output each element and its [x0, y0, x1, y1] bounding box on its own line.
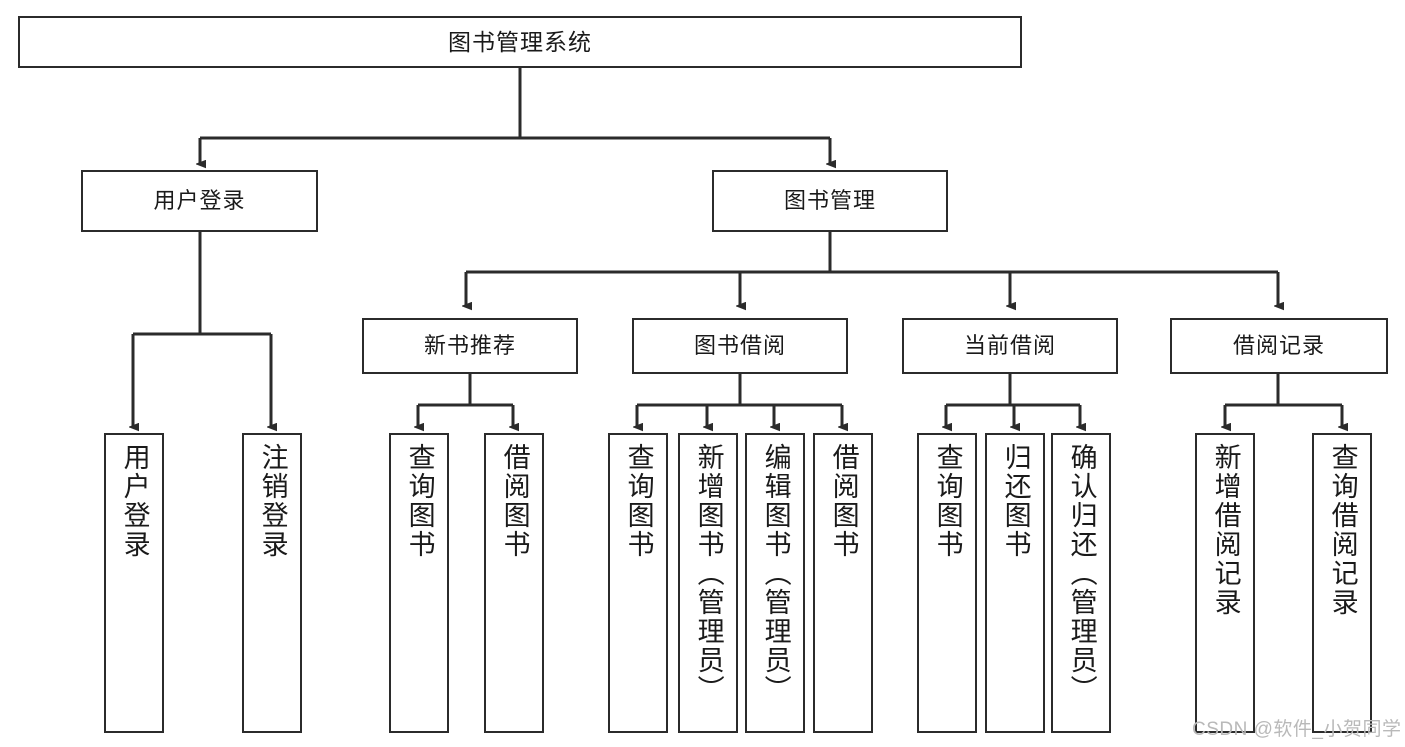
node-leaf-query-book-current[interactable]: 查询图书 — [917, 433, 977, 733]
node-leaf-confirm-return-admin[interactable]: 确认归还（管理员） — [1051, 433, 1111, 733]
node-leaf-query-book-borrow-label: 查询图书 — [623, 443, 654, 559]
node-leaf-query-borrow-record-label: 查询借阅记录 — [1327, 443, 1358, 617]
node-borrow-records[interactable]: 借阅记录 — [1170, 318, 1388, 374]
node-leaf-edit-book-admin[interactable]: 编辑图书（管理员） — [745, 433, 805, 733]
node-leaf-add-borrow-record-label: 新增借阅记录 — [1210, 443, 1241, 617]
node-book-management[interactable]: 图书管理 — [712, 170, 948, 232]
node-leaf-query-borrow-record[interactable]: 查询借阅记录 — [1312, 433, 1372, 733]
node-leaf-query-book-current-label: 查询图书 — [932, 443, 963, 559]
node-leaf-add-borrow-record[interactable]: 新增借阅记录 — [1195, 433, 1255, 733]
node-book-borrow-label: 图书借阅 — [693, 333, 786, 358]
node-user-login-label: 用户登录 — [153, 188, 246, 213]
node-leaf-return-book[interactable]: 归还图书 — [985, 433, 1045, 733]
node-book-borrow[interactable]: 图书借阅 — [632, 318, 848, 374]
node-leaf-add-book-admin[interactable]: 新增图书（管理员） — [678, 433, 738, 733]
node-leaf-borrow-book[interactable]: 借阅图书 — [813, 433, 873, 733]
node-leaf-query-book-borrow[interactable]: 查询图书 — [608, 433, 668, 733]
node-leaf-query-book-new-label: 查询图书 — [404, 443, 435, 559]
node-leaf-logout[interactable]: 注销登录 — [242, 433, 302, 733]
node-root-system[interactable]: 图书管理系统 — [18, 16, 1022, 68]
node-root-label: 图书管理系统 — [448, 28, 592, 55]
node-leaf-add-book-admin-label: 新增图书（管理员） — [693, 443, 724, 704]
node-leaf-borrow-book-new[interactable]: 借阅图书 — [484, 433, 544, 733]
node-leaf-user-login-label: 用户登录 — [119, 443, 150, 559]
node-leaf-borrow-book-new-label: 借阅图书 — [499, 443, 530, 559]
node-leaf-return-book-label: 归还图书 — [1000, 443, 1031, 559]
node-new-book-recommend-label: 新书推荐 — [423, 333, 516, 358]
node-leaf-confirm-return-admin-label: 确认归还（管理员） — [1066, 443, 1097, 704]
node-leaf-logout-label: 注销登录 — [257, 443, 288, 559]
node-user-login[interactable]: 用户登录 — [81, 170, 318, 232]
node-current-borrow-label: 当前借阅 — [963, 333, 1056, 358]
node-borrow-records-label: 借阅记录 — [1232, 333, 1325, 358]
node-leaf-query-book-new[interactable]: 查询图书 — [389, 433, 449, 733]
node-current-borrow[interactable]: 当前借阅 — [902, 318, 1118, 374]
node-new-book-recommend[interactable]: 新书推荐 — [362, 318, 578, 374]
node-book-management-label: 图书管理 — [783, 188, 876, 213]
node-leaf-user-login[interactable]: 用户登录 — [104, 433, 164, 733]
node-leaf-edit-book-admin-label: 编辑图书（管理员） — [760, 443, 791, 704]
node-leaf-borrow-book-label: 借阅图书 — [828, 443, 859, 559]
